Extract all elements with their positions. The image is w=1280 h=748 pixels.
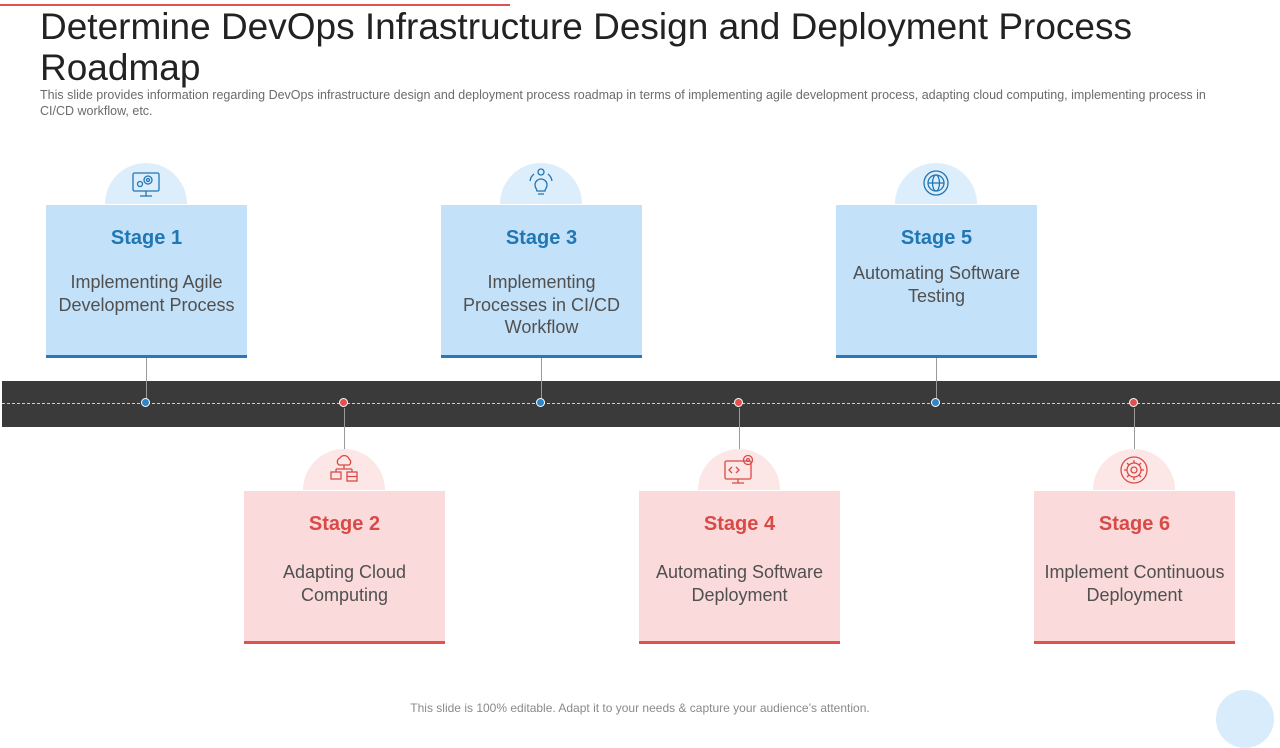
connector-stage-1 <box>146 358 147 400</box>
timeline-dot-stage-6 <box>1129 398 1138 407</box>
stage-4-label: Stage 4 <box>703 513 776 535</box>
stage-5-description: Automating Software Testing <box>852 263 1021 306</box>
page-title: Determine DevOps Infrastructure Design a… <box>40 6 1132 88</box>
corner-decoration <box>1216 690 1274 748</box>
stage-5-label: Stage 5 <box>900 227 973 249</box>
stage-2-label: Stage 2 <box>308 513 381 535</box>
stage-4-card: Stage 4 Automating Software Deployment <box>639 491 840 644</box>
stage-6-description: Implement Continuous Deployment <box>1044 562 1225 605</box>
stage-3-card: Stage 3 Implementing Processes in CI/CD … <box>441 205 642 358</box>
stage-6-icon-dome <box>1093 449 1175 490</box>
timeline-dot-stage-1 <box>141 398 150 407</box>
stage-4-icon-dome <box>698 449 780 490</box>
timeline-dot-stage-4 <box>734 398 743 407</box>
code-monitor-icon <box>724 454 754 484</box>
stage-1-icon-dome <box>105 163 187 204</box>
gear-circle-icon <box>1120 456 1148 484</box>
stage-5-icon-dome <box>895 163 977 204</box>
stage-3-label: Stage 3 <box>505 227 578 249</box>
timeline-dot-stage-5 <box>931 398 940 407</box>
cloud-network-icon <box>330 454 358 482</box>
stage-3-description: Implementing Processes in CI/CD Workflow <box>462 272 621 337</box>
stage-2-card: Stage 2 Adapting Cloud Computing <box>244 491 445 644</box>
connector-stage-3 <box>541 358 542 400</box>
timeline-dashed-line <box>2 403 1280 404</box>
timeline-dot-stage-2 <box>339 398 348 407</box>
lightbulb-cycle-icon <box>529 168 553 195</box>
gear-monitor-icon <box>132 172 160 197</box>
stage-3-icon-dome <box>500 163 582 204</box>
stage-2-icon-dome <box>303 449 385 490</box>
footer-note: This slide is 100% editable. Adapt it to… <box>410 701 870 715</box>
page-subtitle: This slide provides information regardin… <box>40 88 1206 118</box>
stage-1-card: Stage 1 Implementing Agile Development P… <box>46 205 247 358</box>
stage-2-description: Adapting Cloud Computing <box>282 562 407 605</box>
stage-1-label: Stage 1 <box>110 227 183 249</box>
timeline-road <box>2 381 1280 427</box>
timeline-dot-stage-3 <box>536 398 545 407</box>
stage-1-description: Implementing Agile Development Process <box>58 272 235 315</box>
globe-icon <box>923 170 949 196</box>
stage-4-description: Automating Software Deployment <box>655 562 824 605</box>
stage-5-card: Stage 5 Automating Software Testing <box>836 205 1037 358</box>
stage-6-card: Stage 6 Implement Continuous Deployment <box>1034 491 1235 644</box>
top-accent-line <box>0 4 510 6</box>
stage-6-label: Stage 6 <box>1098 513 1171 535</box>
connector-stage-5 <box>936 358 937 400</box>
